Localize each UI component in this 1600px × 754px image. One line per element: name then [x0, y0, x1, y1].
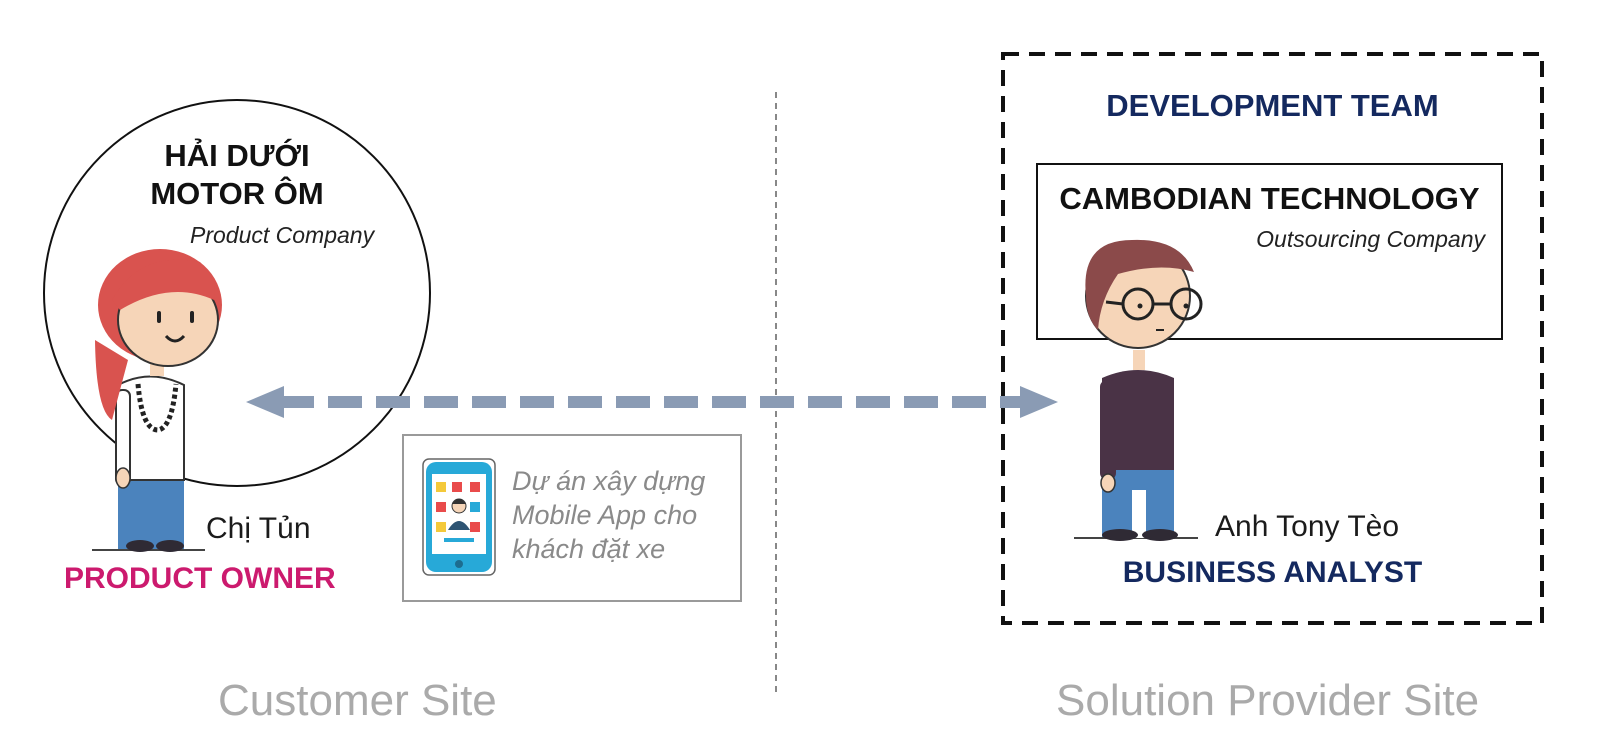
project-card: Dự án xây dựng Mobile App cho khách đặt … [402, 434, 742, 602]
arrow-head-left [246, 386, 284, 418]
business-analyst-name: Anh Tony Tèo [1215, 510, 1400, 543]
customer-site-label: Customer Site [218, 676, 497, 725]
mobile-app-icon [422, 458, 496, 576]
customer-company-line1: HẢI DƯỚI [164, 138, 310, 173]
business-analyst-figure [1074, 239, 1203, 541]
product-owner-name: Chị Tủn [206, 512, 311, 545]
solution-provider-site-label: Solution Provider Site [1056, 676, 1480, 725]
project-card-line1: Dự án xây dựng [512, 466, 706, 496]
arrow-head-right [1020, 386, 1058, 418]
customer-company-type: Product Company [190, 222, 375, 248]
communication-arrow [246, 386, 1058, 418]
project-card-line3: khách đặt xe [512, 534, 666, 564]
business-analyst-role: BUSINESS ANALYST [1122, 556, 1423, 589]
product-owner-role: PRODUCT OWNER [64, 562, 336, 595]
product-owner-figure [92, 249, 222, 552]
outsourcing-company-type: Outsourcing Company [1256, 226, 1485, 252]
customer-company-circle [43, 99, 431, 487]
project-card-line2: Mobile App cho [512, 500, 698, 530]
development-team-title: DEVELOPMENT TEAM [1106, 88, 1439, 123]
outsourcing-company-name: CAMBODIAN TECHNOLOGY [1059, 181, 1480, 216]
customer-company-line2: MOTOR ÔM [150, 176, 324, 211]
customer-company-name: HẢI DƯỚI MOTOR ÔM [132, 137, 342, 213]
development-team-box [1001, 52, 1544, 625]
project-card-text: Dự án xây dựng Mobile App cho khách đặt … [512, 464, 705, 566]
